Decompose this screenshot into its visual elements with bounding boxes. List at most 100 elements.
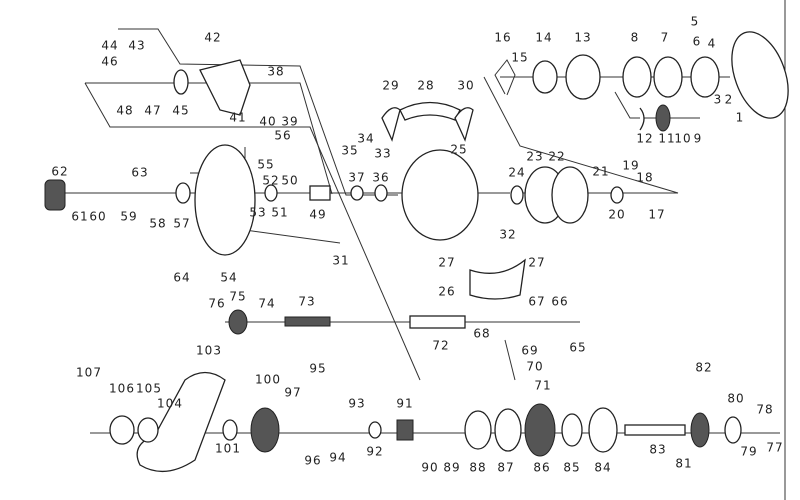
bushing-37 [350,185,364,201]
part-label-70: 70 [526,360,543,374]
part-label-72: 72 [432,339,449,353]
part-label-63: 63 [131,166,148,180]
ring-7 [653,56,683,98]
bearing-24 [510,185,524,205]
part-label-27: 27 [438,256,455,270]
part-label-50: 50 [281,174,298,188]
part-label-67: 67 [528,295,545,309]
part-label-68: 68 [473,327,490,341]
part-label-1: 1 [736,111,745,125]
part-label-39: 39 [281,115,298,129]
part-label-46: 46 [101,55,118,69]
plate-105 [137,417,159,443]
part-label-41: 41 [229,111,246,125]
part-label-65: 65 [569,341,586,355]
part-label-59: 59 [120,210,137,224]
part-label-79: 79 [740,445,757,459]
part-label-96: 96 [304,454,321,468]
part-label-20: 20 [608,208,625,222]
part-label-11: 11 [658,132,675,146]
ratchet-84 [588,407,618,453]
part-label-25: 25 [450,143,467,157]
part-label-27: 27 [528,256,545,270]
part-label-23: 23 [526,150,543,164]
part-label-7: 7 [661,31,670,45]
bearing-101 [222,419,238,441]
part-label-81: 81 [675,457,692,471]
ring-8 [622,56,652,98]
main-gear-86 [524,403,556,457]
part-label-3: 3 [714,93,723,107]
part-label-90: 90 [421,461,438,475]
part-label-8: 8 [631,31,640,45]
part-label-36: 36 [372,171,389,185]
part-label-34: 34 [357,132,374,146]
part-label-87: 87 [497,461,514,475]
part-label-18: 18 [636,171,653,185]
part-label-4: 4 [708,37,717,51]
part-label-19: 19 [622,159,639,173]
part-label-78: 78 [756,403,773,417]
part-label-53: 53 [249,206,266,220]
part-30 [454,107,474,142]
part-label-17: 17 [648,208,665,222]
part-label-88: 88 [469,461,486,475]
part-label-26: 26 [438,285,455,299]
part-label-14: 14 [535,31,552,45]
part-label-45: 45 [172,104,189,118]
part-label-24: 24 [508,166,525,180]
part-label-106: 106 [109,382,135,396]
side-plate-54 [194,144,256,256]
part-label-80: 80 [727,392,744,406]
part-label-84: 84 [594,461,611,475]
part-label-76: 76 [208,297,225,311]
part-label-62: 62 [51,165,68,179]
part-label-48: 48 [116,104,133,118]
part-label-57: 57 [173,217,190,231]
washer-85 [561,413,583,447]
part-label-15: 15 [511,51,528,65]
part-label-74: 74 [258,297,275,311]
part-label-21: 21 [592,165,609,179]
ring-6 [690,56,720,98]
part-label-43: 43 [128,39,145,53]
cover-28 [399,101,461,121]
part-label-55: 55 [257,158,274,172]
part-label-29: 29 [382,79,399,93]
spring-73 [284,316,331,327]
spring-16 [494,59,516,96]
bearing-20 [610,186,624,204]
part-label-30: 30 [457,79,474,93]
part-label-40: 40 [259,115,276,129]
part-label-38: 38 [267,65,284,79]
part-label-61: 61 [71,210,88,224]
bearing-52 [264,184,278,202]
reel-parts [44,31,789,472]
plate-80 [724,416,742,444]
brake-ring-14 [532,60,558,94]
part-label-49: 49 [309,208,326,222]
part-45 [173,69,189,95]
part-label-104: 104 [157,397,183,411]
part-label-85: 85 [563,461,580,475]
part-label-97: 97 [284,386,301,400]
part-label-9: 9 [694,132,703,146]
part-label-13: 13 [574,31,591,45]
part-labels: 1234567891011121314151617181920212223242… [51,15,782,475]
part-label-69: 69 [521,344,538,358]
part-label-101: 101 [215,442,241,456]
part-label-5: 5 [691,15,700,29]
part-label-105: 105 [136,382,162,396]
part-label-47: 47 [144,104,161,118]
part-label-31: 31 [332,254,349,268]
part-label-51: 51 [271,206,288,220]
clutch-91 [396,419,414,441]
part-label-16: 16 [494,31,511,45]
part-label-35: 35 [341,144,358,158]
part-label-56: 56 [274,129,291,143]
part-label-52: 52 [262,174,279,188]
part-label-94: 94 [329,451,346,465]
part-label-6: 6 [693,35,702,49]
part-label-32: 32 [499,228,516,242]
